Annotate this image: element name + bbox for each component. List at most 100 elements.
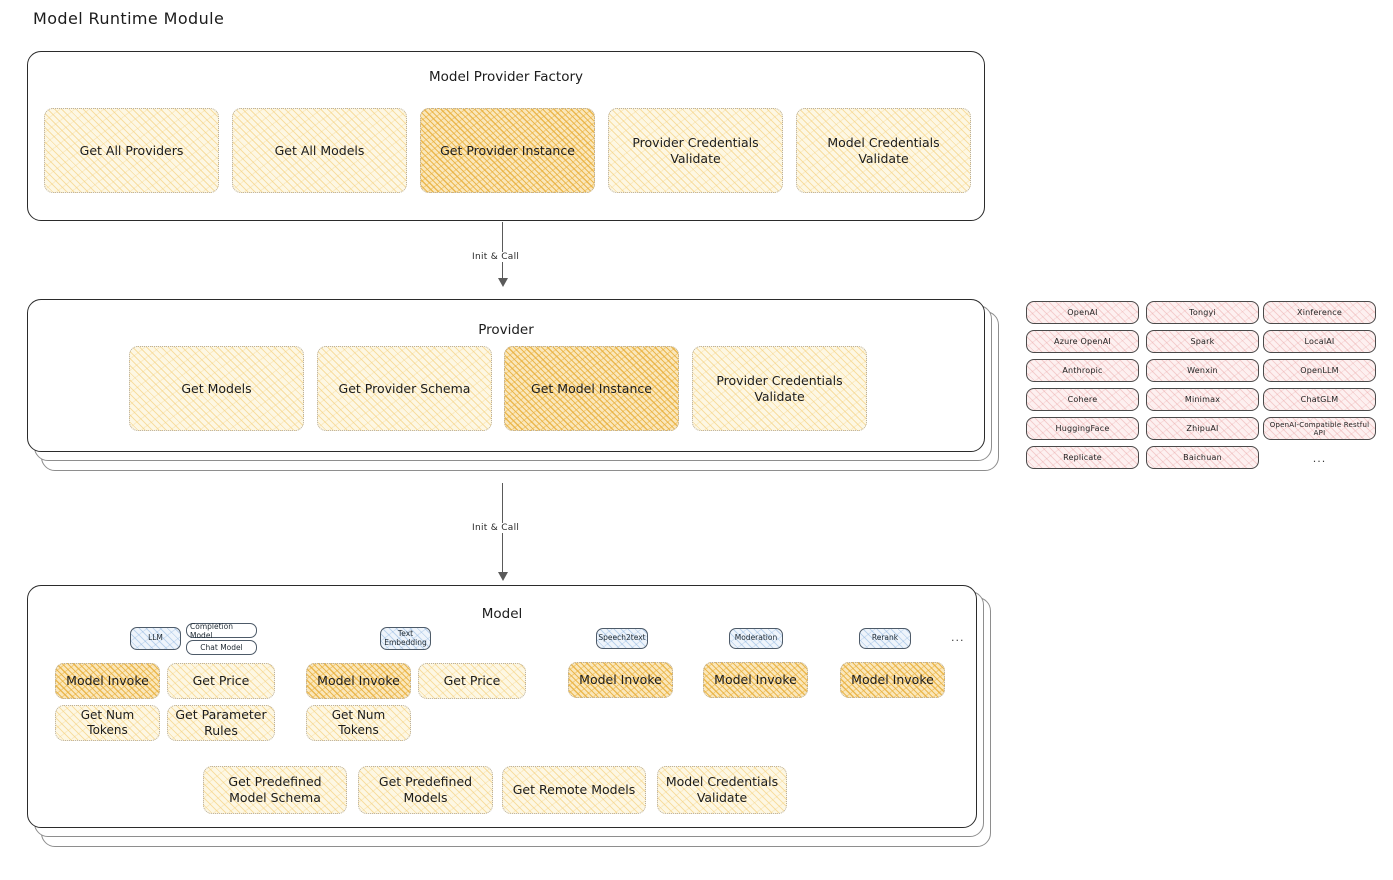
- provider-tag-label: OpenAI-Compatible Restful API: [1269, 420, 1370, 437]
- provider-tag-huggingface[interactable]: HuggingFace: [1026, 417, 1139, 440]
- model-subtag-label: Completion Model: [190, 621, 233, 640]
- llm-method-label: Get Price: [192, 673, 250, 689]
- model-common-method-label: Get Remote Models: [512, 782, 636, 798]
- provider-tag-label: ZhipuAI: [1186, 424, 1219, 433]
- provider-tag-label: Spark: [1190, 337, 1215, 346]
- provider-tag-label: Azure OpenAI: [1054, 337, 1111, 346]
- factory-method-label: Get Provider Instance: [440, 142, 575, 158]
- provider-tag-openai-compatible-restful-api[interactable]: OpenAI-Compatible Restful API: [1263, 417, 1376, 440]
- provider-tag-label: Minimax: [1184, 395, 1221, 404]
- provider-tag-cohere[interactable]: Cohere: [1026, 388, 1139, 411]
- model-type-badge-moderation[interactable]: Moderation: [729, 628, 783, 649]
- llm-method-get-num-tokens[interactable]: Get Num Tokens: [55, 705, 160, 741]
- provider-tag-label: Wenxin: [1187, 366, 1218, 375]
- text-embedding-method-label: Get Price: [443, 673, 501, 689]
- llm-method-model-invoke[interactable]: Model Invoke: [55, 663, 160, 699]
- model-subtag-chat-model[interactable]: Chat Model: [186, 640, 257, 655]
- text-embedding-method-label: Get Num Tokens: [331, 708, 386, 737]
- model-type-badge-speech2text[interactable]: Speech2text: [596, 628, 648, 649]
- provider-tag-replicate[interactable]: Replicate: [1026, 446, 1139, 469]
- text-embedding-method-model-invoke[interactable]: Model Invoke: [306, 663, 411, 699]
- llm-method-label: Get Parameter Rules: [175, 707, 267, 738]
- model-common-method-get-remote-models[interactable]: Get Remote Models: [502, 766, 646, 814]
- provider-method-label: Get Models: [181, 380, 252, 396]
- factory-method-label: Get All Models: [274, 142, 365, 158]
- factory-method-provider-credentials-validate[interactable]: Provider Credentials Validate: [608, 108, 783, 193]
- model-common-method-get-predefined-models[interactable]: Get Predefined Models: [358, 766, 493, 814]
- provider-tag-label: OpenAI: [1067, 308, 1098, 317]
- factory-method-get-all-models[interactable]: Get All Models: [232, 108, 407, 193]
- text-embedding-method-get-num-tokens[interactable]: Get Num Tokens: [306, 705, 411, 741]
- speech2text-method-model-invoke[interactable]: Model Invoke: [568, 662, 673, 698]
- factory-method-get-provider-instance[interactable]: Get Provider Instance: [420, 108, 595, 193]
- factory-method-get-all-providers[interactable]: Get All Providers: [44, 108, 219, 193]
- provider-tag-azure-openai[interactable]: Azure OpenAI: [1026, 330, 1139, 353]
- provider-tag-label: HuggingFace: [1055, 424, 1110, 433]
- provider-tag-zhipuai[interactable]: ZhipuAI: [1146, 417, 1259, 440]
- provider-tag-label: Replicate: [1063, 453, 1102, 462]
- llm-method-get-price[interactable]: Get Price: [167, 663, 275, 699]
- provider-tag-label: Baichuan: [1183, 453, 1222, 462]
- model-type-label: Rerank: [871, 633, 899, 643]
- page-title: Model Runtime Module: [33, 9, 225, 28]
- model-title: Model: [481, 606, 523, 622]
- arrow-factory-to-provider-head: [498, 278, 508, 287]
- provider-tag-wenxin[interactable]: Wenxin: [1146, 359, 1259, 382]
- provider-tag-xinference[interactable]: Xinference: [1263, 301, 1376, 324]
- model-subtag-completion-model[interactable]: Completion Model: [186, 621, 257, 640]
- provider-tag-label: Tongyi: [1189, 308, 1216, 317]
- llm-method-label: Model Invoke: [66, 673, 149, 689]
- provider-title: Provider: [478, 322, 534, 338]
- model-type-badge-llm[interactable]: LLM: [130, 627, 181, 650]
- provider-tag-label: Xinference: [1297, 308, 1342, 317]
- rerank-method-label: Model Invoke: [851, 672, 934, 688]
- provider-tag-label: Cohere: [1067, 395, 1098, 404]
- model-type-label: LLM: [148, 633, 163, 643]
- provider-tag-minimax[interactable]: Minimax: [1146, 388, 1259, 411]
- provider-method-label: Get Provider Schema: [338, 380, 471, 396]
- factory-method-label: Get All Providers: [79, 142, 184, 158]
- model-type-label: Moderation: [734, 633, 778, 643]
- provider-tag-localai[interactable]: LocalAI: [1263, 330, 1376, 353]
- text-embedding-method-get-price[interactable]: Get Price: [418, 663, 526, 699]
- provider-method-label: Get Model Instance: [531, 380, 652, 396]
- factory-method-label: Provider Credentials Validate: [632, 134, 759, 166]
- provider-method-get-models[interactable]: Get Models: [129, 346, 304, 431]
- factory-title: Model Provider Factory: [428, 69, 583, 85]
- factory-method-model-credentials-validate[interactable]: Model Credentials Validate: [796, 108, 971, 193]
- model-type-badge-rerank[interactable]: Rerank: [859, 628, 911, 649]
- model-type-label: Speech2text: [598, 633, 646, 643]
- model-type-label: Text Embedding: [384, 628, 427, 647]
- model-type-badge-text-embedding[interactable]: Text Embedding: [380, 627, 431, 650]
- provider-tag-openai[interactable]: OpenAI: [1026, 301, 1139, 324]
- model-common-method-get-predefined-model-schema[interactable]: Get Predefined Model Schema: [203, 766, 347, 814]
- text-embedding-method-label: Model Invoke: [317, 673, 400, 689]
- provider-tag-baichuan[interactable]: Baichuan: [1146, 446, 1259, 469]
- provider-tag-chatglm[interactable]: ChatGLM: [1263, 388, 1376, 411]
- model-subtag-label: Chat Model: [200, 643, 243, 652]
- llm-method-label: Get Num Tokens: [80, 708, 135, 737]
- provider-method-provider-credentials-validate[interactable]: Provider Credentials Validate: [692, 346, 867, 431]
- provider-tag-tongyi[interactable]: Tongyi: [1146, 301, 1259, 324]
- provider-method-get-provider-schema[interactable]: Get Provider Schema: [317, 346, 492, 431]
- rerank-method-model-invoke[interactable]: Model Invoke: [840, 662, 945, 698]
- model-common-method-model-credentials-validate[interactable]: Model Credentials Validate: [657, 766, 787, 814]
- provider-tag-anthropic[interactable]: Anthropic: [1026, 359, 1139, 382]
- provider-tag-label: LocalAI: [1304, 337, 1335, 346]
- provider-tag-spark[interactable]: Spark: [1146, 330, 1259, 353]
- provider-method-get-model-instance[interactable]: Get Model Instance: [504, 346, 679, 431]
- moderation-method-label: Model Invoke: [714, 672, 797, 688]
- factory-method-label: Model Credentials Validate: [827, 134, 940, 166]
- arrow-provider-to-model-head: [498, 572, 508, 581]
- provider-tag-label: OpenLLM: [1300, 366, 1339, 375]
- llm-method-get-parameter-rules[interactable]: Get Parameter Rules: [167, 705, 275, 741]
- provider-tag-label: ChatGLM: [1300, 395, 1339, 404]
- speech2text-method-label: Model Invoke: [579, 672, 662, 688]
- model-common-method-label: Model Credentials Validate: [665, 774, 779, 805]
- model-type-ellipsis: ...: [951, 631, 965, 644]
- arrow-provider-to-model-label: Init & Call: [469, 523, 523, 533]
- model-common-method-label: Get Predefined Models: [378, 774, 473, 805]
- moderation-method-model-invoke[interactable]: Model Invoke: [703, 662, 808, 698]
- provider-tag-openllm[interactable]: OpenLLM: [1263, 359, 1376, 382]
- provider-tag-label: Anthropic: [1062, 366, 1103, 375]
